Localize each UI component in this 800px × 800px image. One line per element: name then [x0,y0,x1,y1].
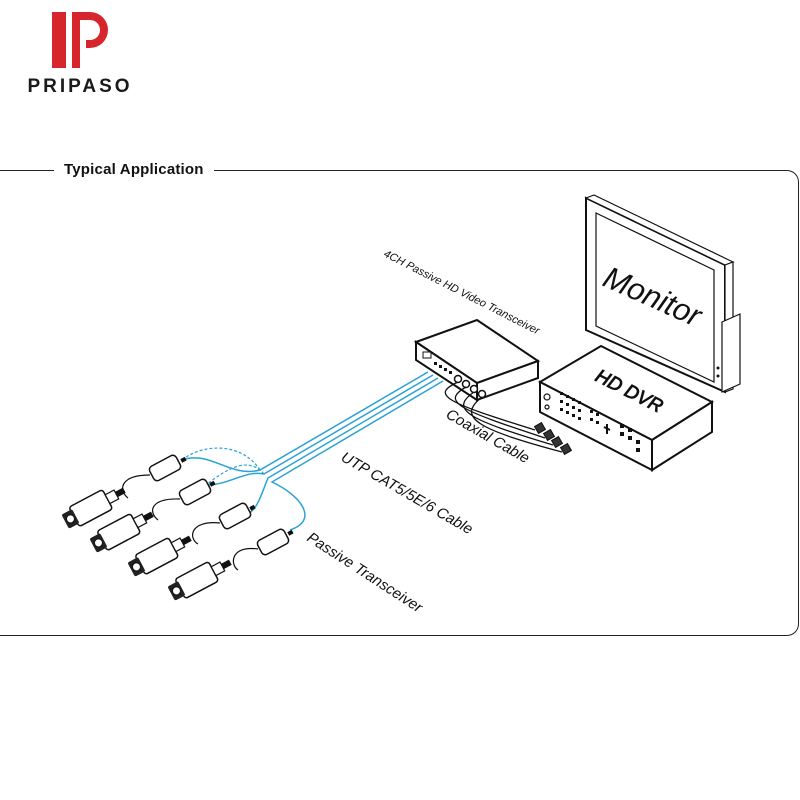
utp-label: UTP CAT5/5E/6 Cable [338,449,476,538]
brand-name: PRIPASO [27,76,133,97]
video-transceiver-hub-icon [413,318,541,402]
camera-icon [168,559,232,601]
application-frame [0,170,799,636]
utp-dashed-cables [181,447,265,486]
bnc-connector-icons [533,421,573,456]
section-title: Typical Application [54,161,214,178]
monitor-icon: Monitor [584,194,741,394]
balun-connector-icons [180,456,294,536]
passive-balun-icon [148,454,290,556]
brand-logo-mark-icon [52,12,108,68]
brand-logo: PRIPASO [10,10,150,100]
passive-label: Passive Transceiver [304,529,426,617]
camera-icon [90,511,154,553]
camera-icon [128,535,192,577]
camera-icon [62,487,126,529]
dvr-icon: HD DVR [537,344,715,472]
balun-pigtails [122,474,259,571]
coaxial-cables [444,381,563,453]
utp-cables [181,371,444,531]
